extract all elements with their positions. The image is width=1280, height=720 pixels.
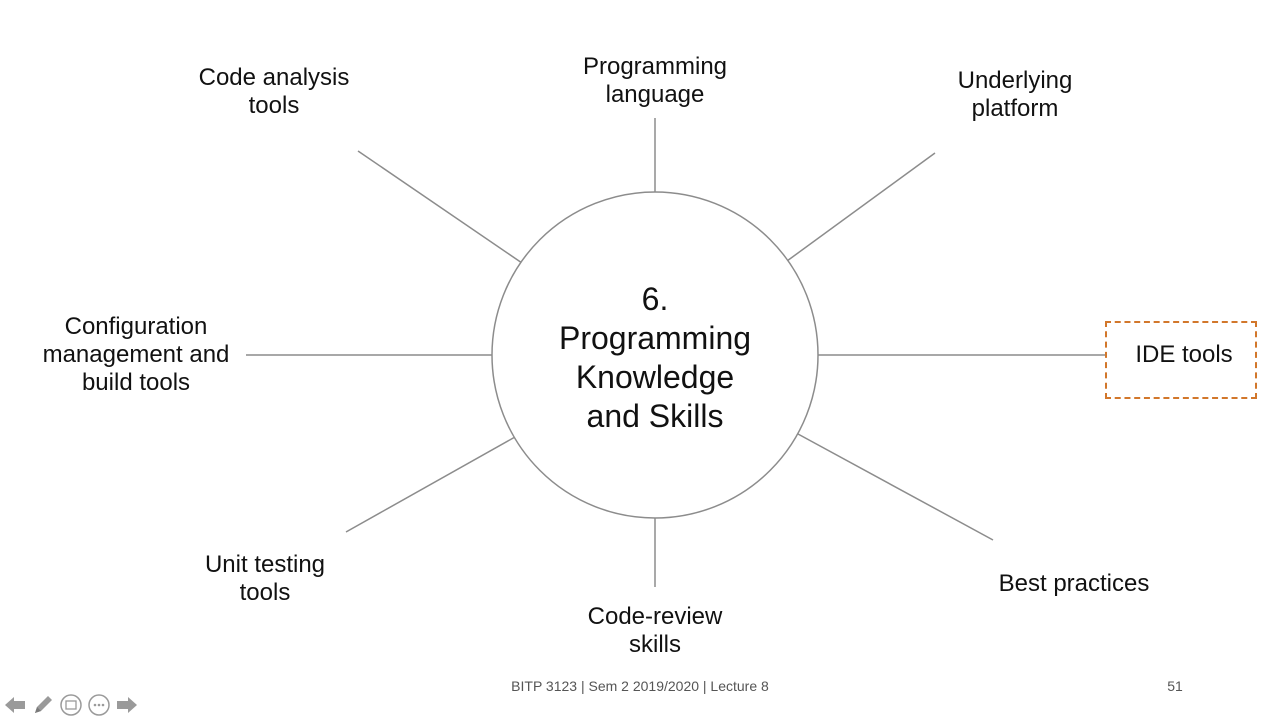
node-code-review-skills: Code-review skills [587, 603, 723, 658]
node-configuration-management: Configuration management and build tools [42, 313, 230, 396]
spoke-underlying [786, 152, 936, 262]
spoke-unit-testing [345, 436, 516, 533]
arrow-left-icon[interactable] [2, 692, 28, 718]
node-ide-tools: IDE tools [1135, 341, 1233, 368]
center-circle [491, 191, 819, 519]
arrow-right-icon[interactable] [114, 692, 140, 718]
node-underlying-platform: Underlying platform [957, 67, 1073, 122]
spoke-best-practices [797, 433, 994, 541]
node-best-practices: Best practices [998, 570, 1150, 597]
node-code-analysis-tools: Code analysis tools [198, 64, 350, 119]
pen-icon[interactable] [30, 692, 56, 718]
node-programming-language: Programming language [582, 53, 728, 108]
slides-icon[interactable] [58, 692, 84, 718]
ide-tools-highlight-box [1105, 321, 1257, 399]
more-icon[interactable] [86, 692, 112, 718]
center-label: 6. Programming Knowledge and Skills [558, 281, 752, 434]
slide-footer: BITP 3123 | Sem 2 2019/2020 | Lecture 8 [511, 678, 769, 694]
slide-number: 51 [1167, 678, 1183, 694]
node-unit-testing-tools: Unit testing tools [204, 551, 326, 606]
spoke-code-analysis [357, 150, 523, 264]
slideshow-controls [2, 692, 140, 718]
